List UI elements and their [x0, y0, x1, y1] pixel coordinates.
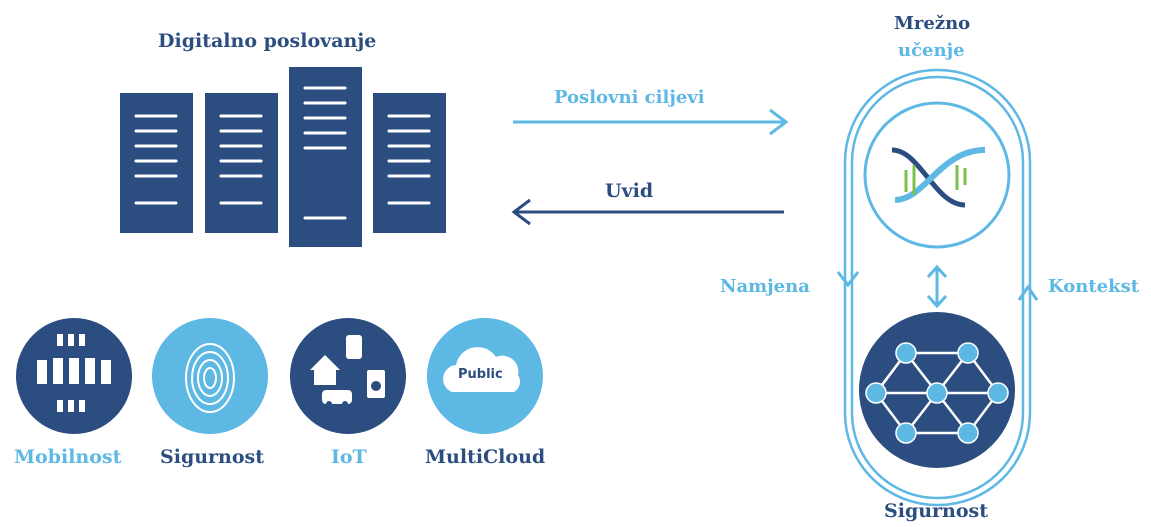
cloud-icon [427, 318, 543, 434]
network-label-line2: učenje [898, 40, 965, 61]
badge-label-security: Sigurnost [160, 446, 265, 468]
network-label-line1: Mrežno [894, 13, 971, 34]
loop-up-arrow [1017, 284, 1039, 301]
double-arrow-icon [926, 264, 948, 309]
iot-devices-icon [290, 318, 406, 434]
people-icon [16, 318, 132, 434]
cloud-text: Public [458, 367, 503, 382]
security-mesh-icon [859, 312, 1015, 468]
goals-label: Poslovni ciljevi [554, 87, 705, 108]
badge-label-iot: IoT [331, 446, 367, 468]
badge-label-mobility: Mobilnost [14, 446, 122, 468]
goals-arrow [513, 108, 789, 136]
network-learning-icon [863, 101, 1011, 249]
insight-arrow [511, 198, 784, 226]
loop-label-left: Namjena [720, 276, 810, 297]
badge-label-multicloud: MultiCloud [425, 446, 546, 468]
loop-label-right: Kontekst [1048, 276, 1140, 297]
insight-label: Uvid [605, 180, 654, 202]
fingerprint-icon [152, 318, 268, 434]
server-rack-icon [120, 67, 446, 247]
loop-label-bottom: Sigurnost [884, 500, 989, 522]
page-title: Digitalno poslovanje [158, 30, 377, 52]
loop-down-arrow [836, 271, 860, 288]
